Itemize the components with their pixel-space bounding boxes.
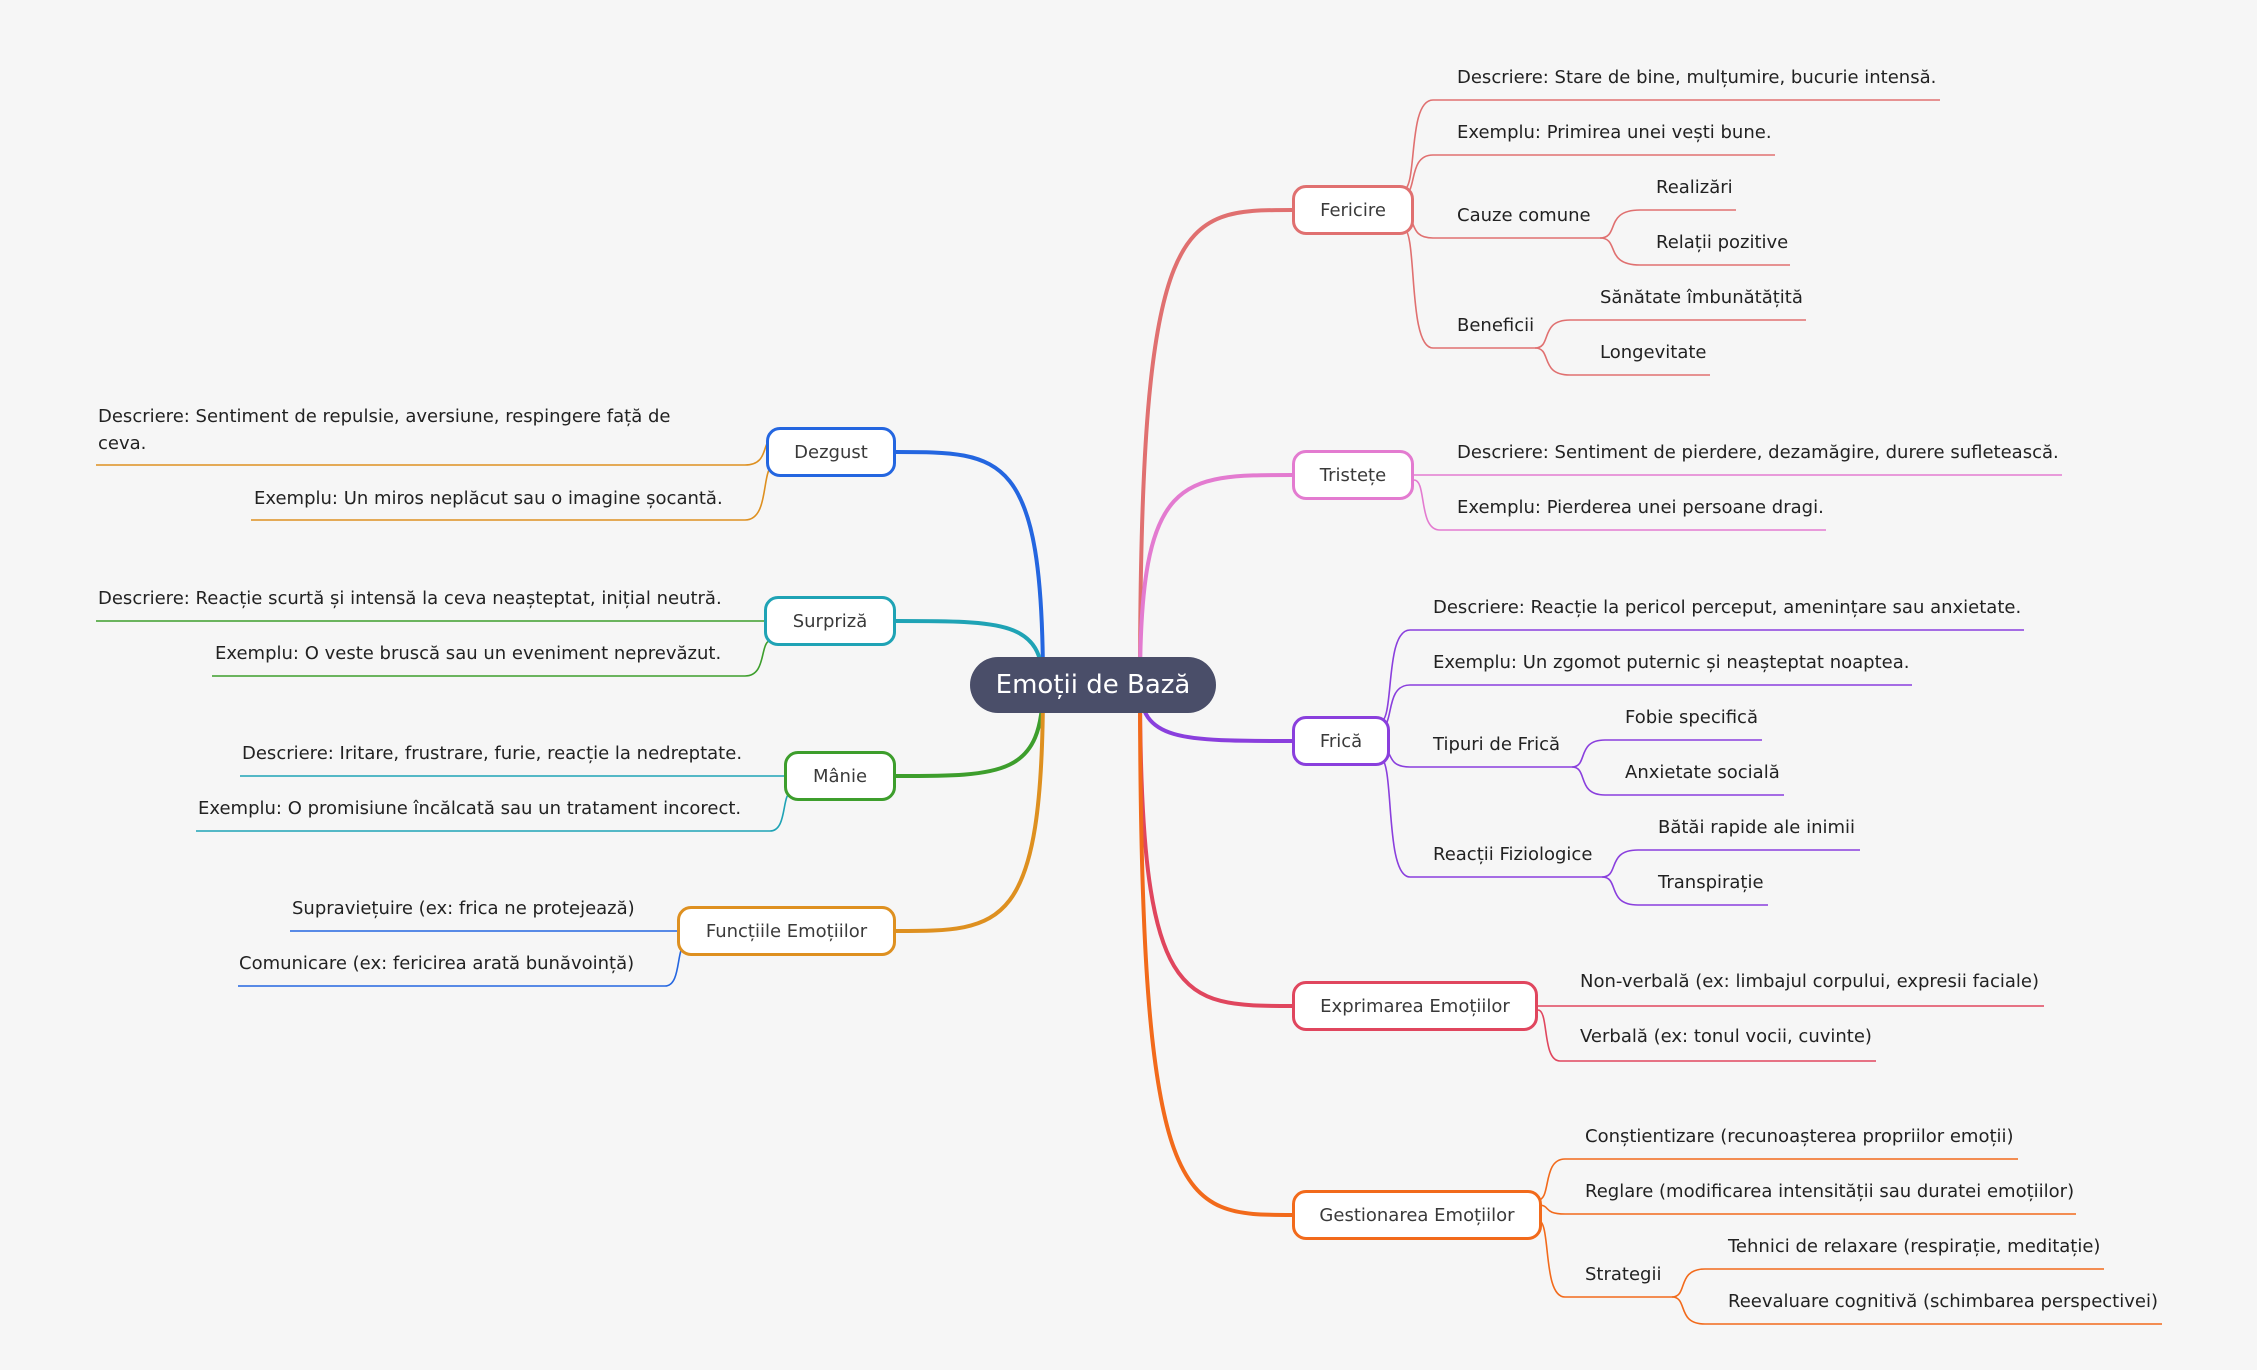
gestionare-reglare: Reglare (modificarea intensității sau du… (1585, 1181, 2075, 1202)
edge-fericire-beneficii (1402, 227, 1535, 349)
edge-reactii-transpiratie (1601, 876, 1768, 906)
node-surpriza[interactable]: Surpriză (764, 596, 896, 646)
node-exprimarea-emotiilor[interactable]: Exprimarea Emoțiilor (1292, 981, 1538, 1031)
gestionare-constientizare: Conștientizare (recunoașterea propriilor… (1585, 1126, 2014, 1147)
edge-cauze-realizari (1599, 209, 1736, 239)
edge-gestionare-reglare (1537, 1204, 2076, 1215)
frica-reactie-batai: Bătăi rapide ale inimii (1658, 817, 1856, 838)
frica-tip-fobie: Fobie specifică (1625, 707, 1758, 728)
exprimare-verbala: Verbală (ex: tonul vocii, cuvinte) (1580, 1026, 1872, 1047)
edge-fericire-descriere (1402, 99, 1940, 191)
edge-tipuri-anxietate (1571, 766, 1784, 796)
node-tristete[interactable]: Tristețe (1292, 450, 1414, 500)
surpriza-descriere: Descriere: Reacție scurtă și intensă la … (98, 588, 722, 609)
gestionare-strategii[interactable]: Strategii (1585, 1264, 1662, 1285)
fericire-descriere: Descriere: Stare de bine, mulțumire, buc… (1457, 67, 1937, 88)
edge-exprimare-verbala (1537, 1009, 1876, 1062)
fericire-beneficiu-longevitate: Longevitate (1600, 342, 1707, 363)
edge-strategii-relaxare (1671, 1268, 2104, 1298)
fericire-beneficii[interactable]: Beneficii (1457, 315, 1535, 336)
fericire-exemplu: Exemplu: Primirea unei vești bune. (1457, 122, 1772, 143)
fericire-cauza-relatii: Relații pozitive (1656, 232, 1789, 253)
manie-exemplu: Exemplu: O promisiune încălcată sau un t… (198, 798, 742, 819)
frica-reactie-transpiratie: Transpirație (1658, 872, 1764, 893)
root-node[interactable]: Emoții de Bază (970, 657, 1216, 713)
manie-descriere: Descriere: Iritare, frustrare, furie, re… (242, 743, 743, 764)
edge-tristete (1138, 473, 1293, 686)
edge-strategii-reevaluare (1671, 1296, 2162, 1325)
frica-exemplu: Exemplu: Un zgomot puternic și neaștepta… (1433, 652, 1910, 673)
frica-tipuri[interactable]: Tipuri de Frică (1433, 734, 1560, 755)
edge-reactii-batai (1601, 849, 1860, 878)
edge-tipuri-fobie (1571, 739, 1762, 768)
dezgust-exemplu: Exemplu: Un miros neplăcut sau o imagine… (254, 488, 723, 509)
node-manie[interactable]: Mânie (784, 751, 896, 801)
node-functiile-emotiilor[interactable]: Funcțiile Emoțiilor (677, 906, 896, 956)
exprimare-non-verbala: Non-verbală (ex: limbajul corpului, expr… (1580, 971, 2039, 992)
fericire-cauze-comune[interactable]: Cauze comune (1457, 205, 1591, 226)
edge-fericire (1138, 208, 1293, 686)
dezgust-descriere: Descriere: Sentiment de repulsie, aversi… (98, 406, 671, 454)
edge-gestionare (1138, 684, 1293, 1217)
edge-beneficii-sanatate (1534, 319, 1806, 349)
strategie-reevaluare: Reevaluare cognitivă (schimbarea perspec… (1728, 1291, 2158, 1312)
edge-gestionare-constientizare (1537, 1158, 2018, 1201)
edge-cauze-relatii (1599, 237, 1790, 266)
node-gestionarea-emotiilor[interactable]: Gestionarea Emoțiilor (1292, 1190, 1542, 1240)
tristete-exemplu: Exemplu: Pierderea unei persoane dragi. (1457, 497, 1824, 518)
node-fericire[interactable]: Fericire (1292, 185, 1414, 235)
frica-tip-anxietate: Anxietate socială (1625, 762, 1780, 783)
edge-functiile (895, 684, 1045, 933)
edge-frica-reactii (1379, 757, 1602, 878)
edge-tristete-exemplu (1413, 479, 1826, 531)
functiile-comunicare: Comunicare (ex: fericirea arată bunăvoin… (239, 953, 635, 974)
node-dezgust[interactable]: Dezgust (766, 427, 896, 477)
strategie-relaxare: Tehnici de relaxare (respirație, meditaț… (1728, 1236, 2101, 1257)
frica-reactii[interactable]: Reacții Fiziologice (1433, 844, 1593, 865)
fericire-beneficiu-sanatate: Sănătate îmbunătățită (1600, 287, 1803, 308)
edge-beneficii-longevitate (1534, 347, 1710, 376)
edge-exprimare (1138, 684, 1293, 1008)
node-frica[interactable]: Frică (1292, 716, 1390, 766)
fericire-cauza-realizari: Realizări (1656, 177, 1733, 198)
edge-frica-descriere (1379, 629, 2024, 723)
edge-dezgust (895, 450, 1045, 686)
tristete-descriere: Descriere: Sentiment de pierdere, dezamă… (1457, 442, 2059, 463)
functiile-supravietuire: Supraviețuire (ex: frica ne protejează) (292, 898, 635, 919)
surpriza-exemplu: Exemplu: O veste bruscă sau un eveniment… (215, 643, 722, 664)
frica-descriere: Descriere: Reacție la pericol perceput, … (1433, 597, 2022, 618)
